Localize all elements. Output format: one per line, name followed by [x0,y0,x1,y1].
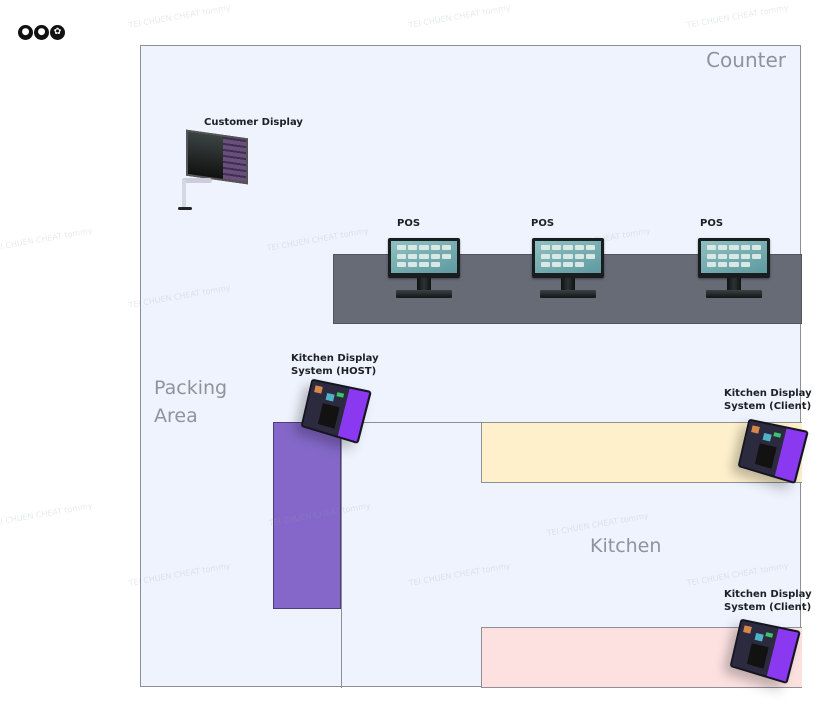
kds-host-label: Kitchen Display System (HOST) [291,353,379,377]
huawei-icon: ✿ [50,25,65,40]
customer-display-label: Customer Display [204,117,303,128]
pos-label: POS [531,218,555,229]
watermark: TEI CHUEN CHEAT tommy [408,3,512,30]
customer-display-icon [178,129,248,212]
watermark: TEI CHUEN CHEAT tommy [0,501,94,528]
pos-terminal-icon [532,238,604,300]
platform-icons: ● ● ✿ [18,25,65,40]
zone-label-packing-area: Packing Area [154,377,228,427]
pos-terminal-icon [388,238,460,300]
watermark: TEI CHUEN CHEAT tommy [128,3,232,30]
pos-label: POS [700,218,724,229]
pos-label: POS [397,218,421,229]
pos-terminal-icon [698,238,770,300]
kds-client-label: Kitchen Display System (Client) [724,589,812,613]
kds-client-label: Kitchen Display System (Client) [724,388,812,412]
zone-label-kitchen: Kitchen [590,535,662,557]
apple-icon: ● [34,25,49,40]
floor-plan [140,45,801,687]
zone-label-counter: Counter [706,48,786,72]
android-icon: ● [18,25,33,40]
watermark: TEI CHUEN CHEAT tommy [686,3,790,30]
watermark: TEI CHUEN CHEAT tommy [0,226,94,253]
